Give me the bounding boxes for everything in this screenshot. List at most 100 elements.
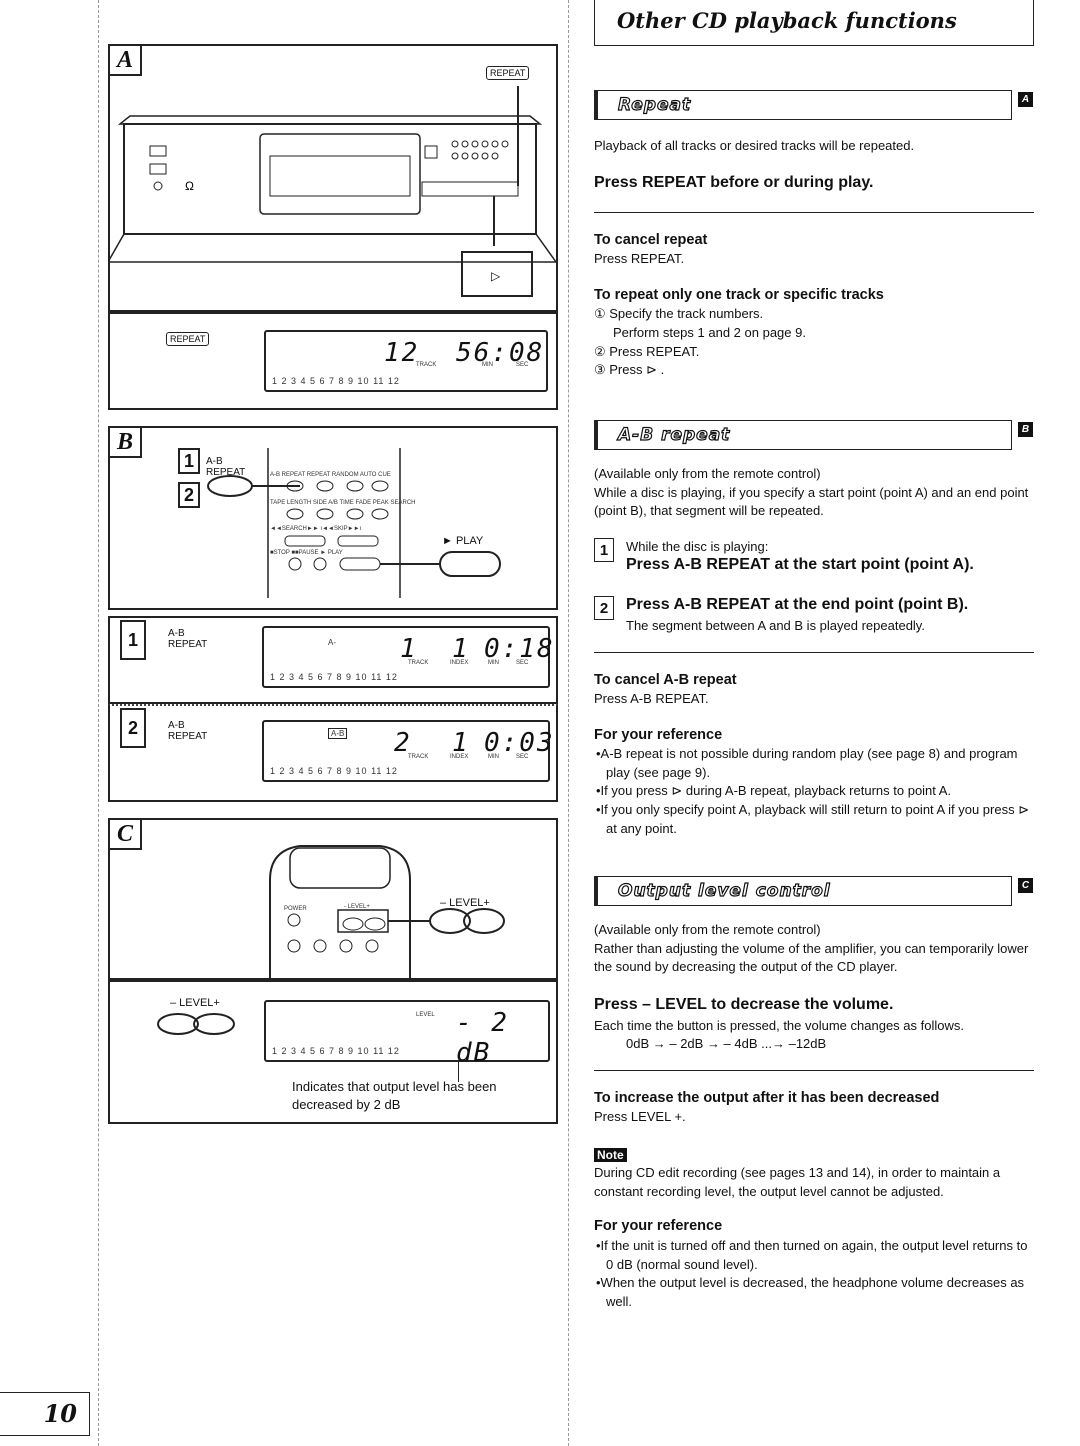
lcd-track: 2 — [394, 728, 412, 758]
figure-c-tag: C — [108, 818, 142, 850]
ab-cancel-text: Press A-B REPEAT. — [594, 691, 709, 706]
lcd-track-bar: 1 2 3 4 5 6 7 8 9 10 11 12 — [272, 376, 400, 386]
divider — [594, 212, 1034, 213]
section-output-level-title: Output level control — [617, 880, 831, 901]
ab-cancel-heading: To cancel A-B repeat — [594, 672, 737, 688]
repeat-one-track-heading: To repeat only one track or specific tra… — [594, 287, 884, 303]
remote-level-chip: - LEVEL+ — [344, 904, 370, 910]
ab-repeat-label: A-B REPEAT — [168, 720, 208, 742]
figure-c-panel: – LEVEL+ POWER - LEVEL+ C — [108, 818, 558, 980]
ab-ref-item: •If you only specify point A, playback w… — [596, 802, 1030, 836]
step-2-box: 2 — [178, 482, 200, 508]
power-label: POWER — [284, 906, 307, 912]
repeat-step-1-detail: Perform steps 1 and 2 on page 9. — [613, 325, 806, 340]
output-level-intro: (Available only from the remote control)… — [594, 922, 1029, 974]
figure-a-display-panel: REPEAT 12 56:08 TRACK MIN SEC 1 2 3 4 5 … — [108, 312, 558, 410]
section-output-level-letter: C — [1018, 878, 1033, 893]
figure-a-panel: REPEAT Ω ▷ A — [108, 44, 558, 312]
ab-step-2-instruction: Press A-B REPEAT at the end point (point… — [626, 596, 969, 613]
indicator-line — [458, 1062, 459, 1082]
lcd-sec-label: SEC — [516, 362, 529, 368]
remote-row1-labels: A-B REPEAT REPEAT RANDOM AUTO CUE — [270, 472, 391, 478]
note-label: Note — [594, 1148, 627, 1162]
repeat-cancel-text: Press REPEAT. — [594, 251, 685, 266]
lcd-min-label: MIN — [482, 362, 493, 368]
lcd-track-label: TRACK — [408, 660, 429, 666]
repeat-key-label: REPEAT — [486, 66, 530, 80]
section-repeat-letter: A — [1018, 92, 1033, 107]
figure-c-display-panel: – LEVEL+ LEVEL - 2 dB 1 2 3 4 5 6 7 8 9 … — [108, 980, 558, 1124]
ab-repeat-button-label: A-B REPEAT — [206, 456, 246, 478]
lcd-min-label: MIN — [488, 660, 499, 666]
section-repeat-title: Repeat — [617, 94, 692, 115]
ab-step-1-marker: 1 — [594, 538, 614, 562]
level-key-label: – LEVEL+ — [170, 997, 220, 1009]
remote-row3-labels: ◄◄SEARCH►► ı◄◄SKIP►►ı — [270, 526, 362, 532]
ab-step-2-marker: 2 — [594, 596, 614, 620]
ab-ref-item: •If you press ⊳ during A-B repeat, playb… — [596, 783, 952, 798]
ab-repeat-intro: (Available only from the remote control)… — [594, 466, 1029, 518]
ab-repeat-label: A-B REPEAT — [168, 628, 208, 650]
note-text: During CD edit recording (see pages 13 a… — [594, 1165, 1001, 1199]
repeat-instruction: Press REPEAT before or during play. — [594, 174, 874, 191]
repeat-step-2: ② Press REPEAT. — [594, 344, 700, 359]
increase-heading: To increase the output after it has been… — [594, 1090, 940, 1106]
lcd-index-label: INDEX — [450, 754, 469, 760]
lcd-display-b2: A-B 2 1 0:03 TRACK INDEX MIN SEC 1 2 3 4… — [262, 720, 553, 782]
section-repeat-bar: Repeat — [594, 90, 1012, 120]
lcd-index: 1 — [452, 728, 470, 758]
remote-row2-labels: TAPE LENGTH SIDE A/B TIME FADE PEAK SEAR… — [270, 500, 416, 506]
lcd-track: 1 — [400, 634, 418, 664]
step-1-marker: 1 — [120, 620, 146, 660]
output-ref-heading: For your reference — [594, 1218, 723, 1234]
output-level-sequence: 0dB → – 2dB → – 4dB ...→ –12dB — [626, 1036, 827, 1051]
lcd-a-mark: A- — [328, 638, 336, 647]
increase-text: Press LEVEL +. — [594, 1109, 686, 1124]
dashed-margin-line — [568, 0, 569, 1446]
divider — [594, 1070, 1034, 1071]
remote-control-illustration — [207, 448, 501, 598]
step-2-marker: 2 — [120, 708, 146, 748]
lcd-index-label: INDEX — [450, 660, 469, 666]
output-ref-item: •If the unit is turned off and then turn… — [596, 1238, 1028, 1272]
ab-step-1-context: While the disc is playing: — [626, 539, 769, 554]
dashed-margin-line — [98, 0, 99, 1446]
lcd-sec-label: SEC — [516, 754, 529, 760]
page-number: 10 — [0, 1392, 90, 1436]
figure-a-tag: A — [108, 44, 142, 76]
section-ab-repeat-bar: A-B repeat — [594, 420, 1012, 450]
page-title: Other CD playback functions — [594, 0, 1034, 46]
lcd-ab-mark: A-B — [328, 728, 348, 739]
lcd-time: 0:18 — [484, 634, 555, 664]
remote-level-illustration — [269, 845, 505, 978]
lcd-min-label: MIN — [488, 754, 499, 760]
output-level-instruction: Press – LEVEL to decrease the volume. — [594, 996, 894, 1013]
divider — [594, 652, 1034, 653]
lcd-level-value: - 2 dB — [456, 1008, 509, 1068]
step-1-box: 1 — [178, 448, 200, 474]
lcd-level-label: LEVEL — [416, 1012, 435, 1018]
repeat-cancel-heading: To cancel repeat — [594, 232, 708, 248]
section-ab-repeat-letter: B — [1018, 422, 1033, 437]
illustration-column: REPEAT Ω ▷ A REPEAT 12 — [98, 0, 570, 1446]
remote-row4-labels: ■STOP ■■PAUSE ► PLAY — [270, 550, 343, 556]
lcd-index: 1 — [452, 634, 470, 664]
play-button-label: ► PLAY — [442, 535, 484, 547]
figure-b-step1-panel: 1 A-B REPEAT A- 1 1 0:18 TRACK INDEX MIN… — [108, 616, 558, 704]
ab-step-2-detail: The segment between A and B is played re… — [626, 618, 925, 633]
figure-b-step2-panel: 2 A-B REPEAT A-B 2 1 0:03 TRACK INDEX MI… — [108, 704, 558, 802]
repeat-step-1: ① Specify the track numbers. — [594, 306, 764, 321]
level-button-label: – LEVEL+ — [440, 897, 490, 909]
lcd-track-label: TRACK — [416, 362, 437, 368]
lcd-display-a: 12 56:08 TRACK MIN SEC 1 2 3 4 5 6 7 8 9… — [264, 330, 548, 392]
lcd-sec-label: SEC — [516, 660, 529, 666]
lcd-track-label: TRACK — [408, 754, 429, 760]
play-key-symbol: ▷ — [491, 269, 501, 283]
lcd-track-number: 12 — [384, 338, 420, 368]
level-indicator-caption: Indicates that output level has been dec… — [292, 1079, 497, 1112]
figure-b-panel: 1 2 A-B REPEAT A-B REPEAT REPEAT RANDOM … — [108, 426, 558, 610]
ab-ref-item: •A-B repeat is not possible during rando… — [596, 746, 1018, 780]
lcd-time: 56:08 — [456, 338, 545, 368]
section-ab-repeat-title: A-B repeat — [617, 424, 731, 445]
lcd-display-b1: A- 1 1 0:18 TRACK INDEX MIN SEC 1 2 3 4 … — [262, 626, 553, 688]
